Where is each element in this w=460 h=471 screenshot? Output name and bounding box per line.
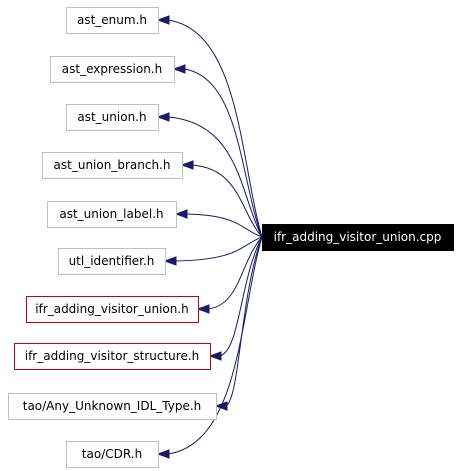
arrowhead-6	[196, 304, 210, 314]
arrowhead-4	[174, 209, 188, 219]
include-edge-9	[167, 236, 263, 455]
node-box	[262, 224, 454, 251]
node-label: ifr_adding_visitor_union.cpp	[274, 230, 442, 244]
node-label: ifr_adding_visitor_union.h	[35, 302, 189, 316]
arrowhead-7	[208, 351, 222, 361]
node-label: tao/Any_Unknown_IDL_Type.h	[23, 399, 202, 413]
node-0[interactable]: ast_enum.h	[66, 7, 159, 34]
node-label: ast_union_branch.h	[54, 158, 171, 172]
node-4[interactable]: ast_union_label.h	[47, 201, 177, 228]
arrowhead-9	[156, 449, 170, 459]
node-label: ast_enum.h	[77, 13, 147, 27]
node-box	[14, 343, 211, 370]
include-edge-2	[167, 116, 263, 238]
node-7[interactable]: ifr_adding_visitor_structure.h	[14, 343, 211, 370]
node-label: ast_union.h	[77, 110, 146, 124]
node-box	[8, 393, 217, 420]
node-box	[58, 248, 166, 275]
arrowhead-5	[163, 256, 177, 266]
arrowhead-2	[156, 112, 170, 122]
node-label: utl_identifier.h	[69, 254, 155, 268]
node-label: ast_expression.h	[62, 62, 162, 76]
node-8[interactable]: tao/Any_Unknown_IDL_Type.h	[8, 393, 217, 420]
node-label: ast_union_label.h	[59, 207, 163, 221]
nodes-layer: ast_enum.h ast_expression.h ast_union.hast…	[8, 7, 454, 468]
node-2[interactable]: ast_union.h	[66, 104, 159, 131]
node-box	[42, 152, 183, 179]
node-box	[47, 201, 177, 228]
node-root[interactable]: ifr_adding_visitor_union.cpp	[262, 224, 454, 251]
include-edge-7	[219, 236, 263, 357]
node-box	[66, 104, 159, 131]
arrowhead-0	[156, 15, 170, 25]
node-6[interactable]: ifr_adding_visitor_union.h	[26, 296, 199, 323]
node-box	[66, 441, 159, 468]
include-edge-6	[207, 236, 263, 310]
node-box	[66, 7, 159, 34]
node-label: tao/CDR.h	[82, 447, 142, 461]
include-edge-4	[185, 213, 263, 238]
arrowhead-3	[180, 160, 194, 170]
include-edge-5	[174, 236, 263, 262]
node-label: ifr_adding_visitor_structure.h	[25, 349, 200, 363]
node-3[interactable]: ast_union_branch.h	[42, 152, 183, 179]
node-box	[50, 56, 175, 83]
node-1[interactable]: ast_expression.h	[50, 56, 175, 83]
include-edge-0	[167, 19, 263, 238]
include-edge-3	[191, 164, 263, 238]
node-9[interactable]: tao/CDR.h	[66, 441, 159, 468]
arrowhead-1	[172, 64, 186, 74]
include-edge-1	[183, 68, 263, 238]
node-5[interactable]: utl_identifier.h	[58, 248, 166, 275]
edges-layer	[156, 15, 263, 459]
node-box	[26, 296, 199, 323]
